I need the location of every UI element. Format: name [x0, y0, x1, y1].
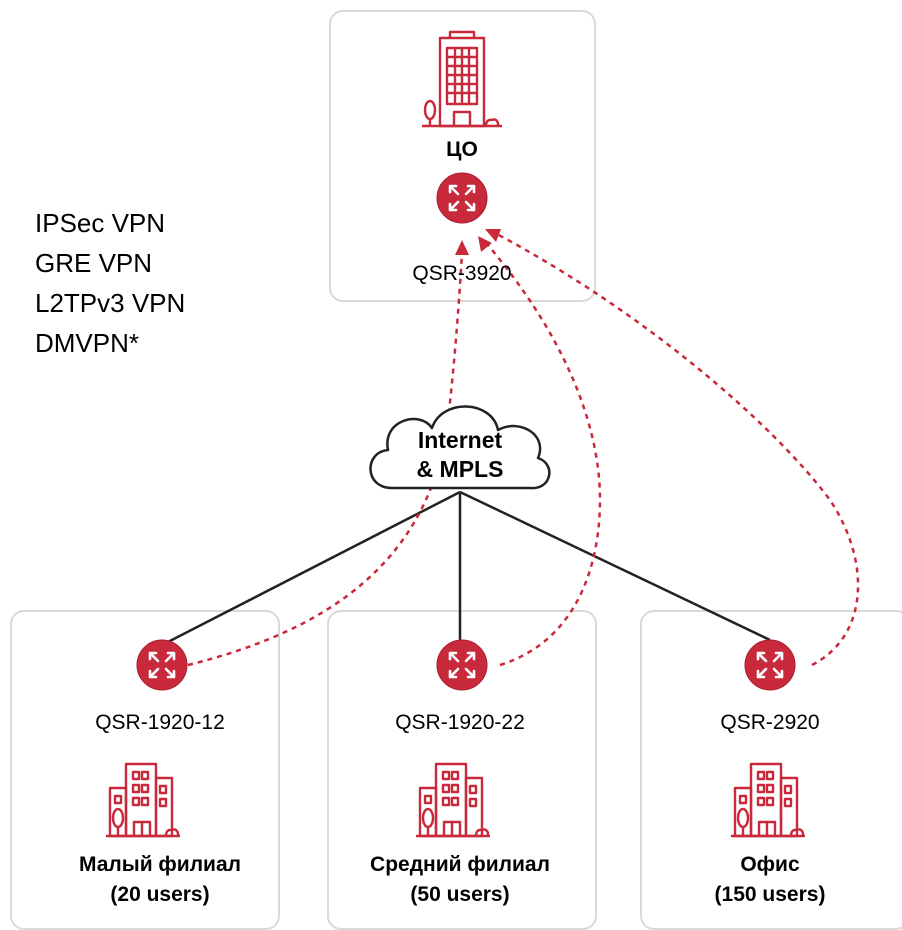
branch-building-icon	[414, 762, 492, 838]
router-icon	[435, 638, 489, 692]
office-tower-icon	[420, 30, 504, 128]
branch-name: Офис	[740, 853, 800, 876]
branch-users: (150 users)	[714, 883, 826, 906]
protocol-item: IPSec VPN	[35, 208, 166, 238]
protocol-item: L2TPv3 VPN	[35, 288, 186, 318]
branch-users: (50 users)	[410, 883, 510, 906]
vpn-protocol-list: IPSec VPN GRE VPN L2TPv3 VPN DMVPN*	[35, 203, 185, 363]
branch-building-icon	[104, 762, 182, 838]
protocol-item: DMVPN*	[35, 328, 140, 358]
tunnel-office	[494, 231, 860, 667]
branch-router-model: QSR-2920	[720, 711, 820, 734]
router-icon	[135, 638, 189, 692]
branch-users: (20 users)	[110, 883, 210, 906]
arrowhead-icon	[478, 236, 492, 252]
central-router-model: QSR-3920	[412, 262, 512, 285]
branch-name: Малый филиал	[78, 853, 241, 876]
arrowhead-icon	[455, 240, 469, 255]
cloud-label-line2: & MPLS	[416, 456, 504, 482]
tunnel-medium-branch	[486, 243, 602, 667]
arrowhead-icon	[485, 229, 501, 242]
central-office-label: ЦО	[446, 138, 478, 161]
cloud-icon	[369, 405, 551, 490]
branch-router-model: QSR-1920-22	[395, 711, 525, 734]
link-office	[459, 490, 771, 642]
branch-router-model: QSR-1920-12	[95, 711, 225, 734]
router-icon	[743, 638, 797, 692]
tunnel-small-branch	[187, 251, 464, 667]
router-icon	[435, 171, 489, 225]
link-small-branch	[165, 490, 461, 645]
wan-links	[165, 490, 771, 645]
vpn-tunnels	[187, 231, 860, 667]
cloud-label: Internet & MPLS	[395, 426, 525, 484]
tunnel-arrowheads	[455, 229, 501, 255]
protocol-item: GRE VPN	[35, 248, 153, 278]
branch-name: Средний филиал	[370, 853, 550, 876]
branch-building-icon	[729, 762, 807, 838]
cloud-label-line1: Internet	[417, 427, 503, 453]
